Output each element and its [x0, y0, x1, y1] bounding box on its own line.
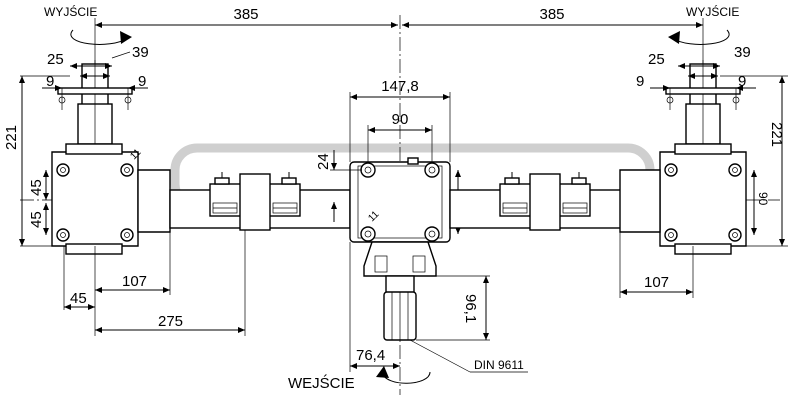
dim-76-4: 76,4	[356, 347, 385, 364]
dim-45-left-upper: 45	[28, 179, 45, 196]
right-dimensions: 25 39 9 9 221 90 107	[619, 44, 788, 298]
dim-39-right: 39	[734, 44, 751, 61]
dim-96-1: 96,1	[462, 294, 479, 323]
left-coupling	[209, 172, 301, 231]
left-output-gearbox	[51, 60, 171, 255]
left-dimensions: 25 39 9 9 221 45 45 11 107 45 275	[3, 44, 246, 336]
dim-45-left-base: 45	[70, 290, 87, 307]
output-label-left: WYJŚCIE	[44, 4, 97, 19]
top-span-dimension: 385 385	[94, 6, 704, 80]
input-label: WEJŚCIE	[288, 374, 355, 392]
din-9611-label: DIN 9611	[474, 358, 524, 372]
dim-9-right-a: 9	[636, 73, 644, 90]
dim-9-left-a: 9	[46, 73, 54, 90]
center-gearbox: 11	[349, 157, 451, 341]
output-label-right: WYJŚCIE	[686, 4, 739, 19]
dim-147-8: 147,8	[381, 78, 419, 95]
dim-107-left: 107	[122, 273, 147, 290]
dim-45-left-lower: 45	[28, 211, 45, 228]
dim-25-right: 25	[648, 51, 665, 68]
dim-385-left: 385	[233, 6, 258, 23]
dim-39-left: 39	[132, 44, 149, 61]
dim-221-left: 221	[3, 125, 20, 150]
dim-385-right: 385	[539, 6, 564, 23]
dim-90-right: 90	[756, 192, 770, 206]
dim-9-right-b: 9	[738, 73, 746, 90]
dim-25-left: 25	[47, 51, 64, 68]
rotation-arrow-right-icon	[668, 29, 730, 45]
dim-24: 24	[315, 153, 332, 170]
right-output-gearbox	[619, 60, 747, 255]
rotation-arrow-input-icon	[376, 366, 431, 384]
dim-221-right: 221	[768, 122, 785, 147]
right-coupling	[499, 172, 591, 231]
dim-9-left-b: 9	[138, 73, 146, 90]
rotation-arrow-left-icon	[70, 29, 132, 45]
dim-107-right: 107	[644, 274, 669, 291]
dim-90-center-top: 90	[392, 111, 409, 128]
dim-275: 275	[158, 313, 183, 330]
